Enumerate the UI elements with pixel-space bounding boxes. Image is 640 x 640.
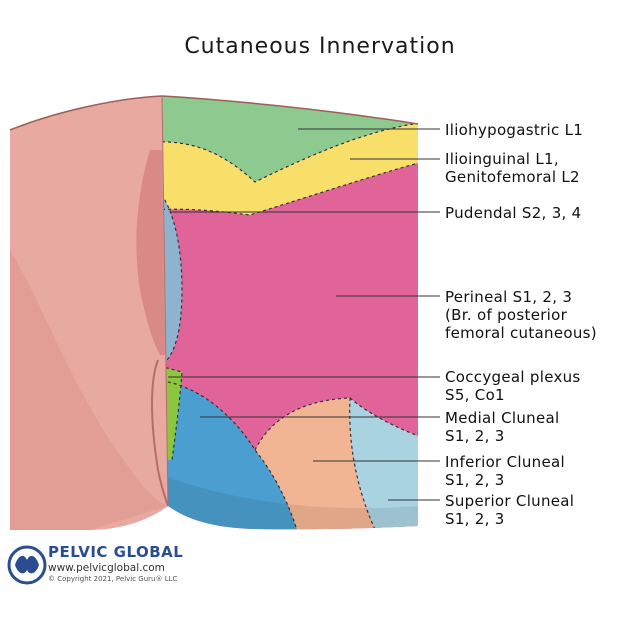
brand-copyright: © Copyright 2021, Pelvic Guru® LLC [48, 575, 178, 583]
brand-url[interactable]: www.pelvicglobal.com [48, 562, 165, 574]
label-superior-cluneal-line2: S1, 2, 3 [445, 510, 505, 528]
inferior-cluneal-region [255, 398, 380, 530]
left-buttock-shade [10, 250, 168, 530]
label-perineal-line3: femoral cutaneous) [445, 324, 597, 342]
label-coccygeal-line1: Coccygeal plexus [445, 368, 581, 386]
medial-cluneal-region [162, 380, 300, 530]
midline [161, 95, 169, 507]
label-perineal-line2: (Br. of posterior [445, 306, 568, 324]
ilioinguinal-region [162, 122, 418, 215]
page-title: Cutaneous Innervation [184, 34, 456, 59]
label-coccygeal-line2: S5, Co1 [445, 386, 505, 404]
pelvic-global-logo-icon [7, 545, 47, 585]
gluteal-cleft [151, 359, 169, 507]
superior-cluneal-region [349, 398, 418, 530]
buttock-shade [162, 470, 418, 530]
label-pudendal: Pudendal S2, 3, 4 [445, 204, 582, 222]
label-ilioinguinal-line2: Genitofemoral L2 [445, 168, 580, 186]
label-perineal-line1: Perineal S1, 2, 3 [445, 288, 573, 306]
label-ilioinguinal-line1: Ilioinguinal L1, [445, 150, 559, 168]
pudendal-region [162, 190, 182, 365]
label-superior-cluneal-line1: Superior Cluneal [445, 492, 575, 510]
body-outline [9, 95, 419, 131]
brand-name: PELVIC GLOBAL [48, 543, 184, 561]
label-inferior-cluneal-line1: Inferior Cluneal [445, 453, 565, 471]
label-inferior-cluneal-line2: S1, 2, 3 [445, 471, 505, 489]
label-medial-cluneal-line1: Medial Cluneal [445, 409, 560, 427]
labia-detail [136, 150, 165, 355]
label-medial-cluneal-line2: S1, 2, 3 [445, 427, 505, 445]
label-iliohypogastric: Iliohypogastric L1 [445, 121, 584, 139]
